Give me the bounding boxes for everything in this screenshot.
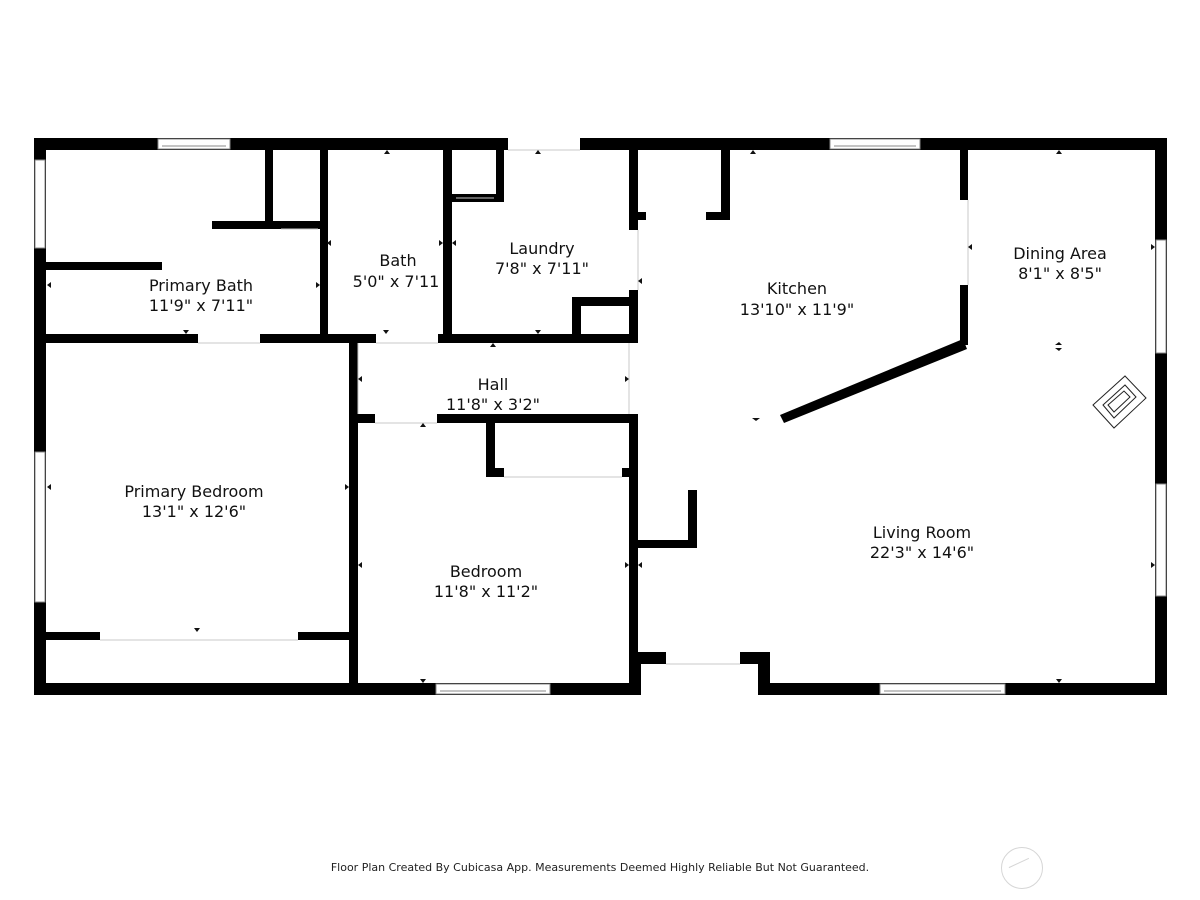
room-dims-dining-area: 8'1" x 8'5" <box>1018 264 1102 283</box>
door-openings <box>100 149 969 665</box>
fireplace-icon <box>1092 375 1147 429</box>
windows <box>34 138 1167 695</box>
window <box>34 451 46 603</box>
window <box>879 683 1006 695</box>
window <box>435 683 551 695</box>
room-name-laundry: Laundry <box>509 239 574 258</box>
footer-disclaimer: Floor Plan Created By Cubicasa App. Meas… <box>330 861 870 874</box>
window <box>157 138 231 150</box>
window <box>1155 483 1167 597</box>
window <box>34 159 46 249</box>
room-name-primary-bedroom: Primary Bedroom <box>124 482 263 501</box>
room-dims-bedroom: 11'8" x 11'2" <box>434 582 538 601</box>
walls <box>34 138 1167 695</box>
room-name-hall: Hall <box>478 375 509 394</box>
room-name-bedroom: Bedroom <box>450 562 522 581</box>
room-name-kitchen: Kitchen <box>767 279 827 298</box>
room-dims-bath: 5'0" x 7'11 <box>353 272 440 291</box>
window <box>829 138 921 150</box>
room-labels: Primary Bath 11'9" x 7'11" Bath 5'0" x 7… <box>124 239 1106 601</box>
room-name-primary-bath: Primary Bath <box>149 276 253 295</box>
room-dims-kitchen: 13'10" x 11'9" <box>740 300 854 319</box>
room-name-bath: Bath <box>379 251 416 270</box>
room-dims-living-room: 22'3" x 14'6" <box>870 543 974 562</box>
room-name-dining-area: Dining Area <box>1013 244 1107 263</box>
window <box>1155 239 1167 354</box>
watermark-seal-icon <box>1001 847 1043 889</box>
door-markers <box>47 150 1155 683</box>
room-name-living-room: Living Room <box>873 523 971 542</box>
room-dims-primary-bedroom: 13'1" x 12'6" <box>142 502 246 521</box>
room-dims-hall: 11'8" x 3'2" <box>446 395 540 414</box>
room-dims-laundry: 7'8" x 7'11" <box>495 259 589 278</box>
room-dims-primary-bath: 11'9" x 7'11" <box>149 296 253 315</box>
